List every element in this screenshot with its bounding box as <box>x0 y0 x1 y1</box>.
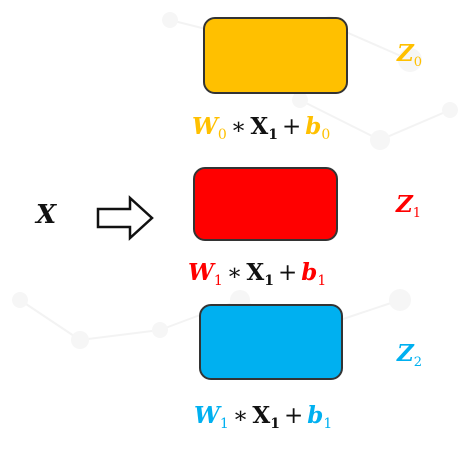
input-x-label: X <box>36 200 57 230</box>
neuron-box-1 <box>193 167 338 241</box>
bias-symbol: b1 <box>307 402 333 432</box>
input-symbol: X1 <box>252 402 281 432</box>
multiply-operator: ∗ <box>226 260 243 286</box>
neuron-equation-1: W1∗X1+b1 <box>188 259 326 289</box>
plus-operator: + <box>278 260 298 286</box>
neuron-equation-0: W0∗X1+b0 <box>192 113 330 143</box>
bias-symbol: b0 <box>305 113 331 143</box>
neuron-equation-2: W1∗X1+b1 <box>194 402 332 432</box>
weight-symbol: W1 <box>188 259 223 289</box>
plus-operator: + <box>284 403 304 429</box>
output-label-z2: Z2 <box>397 340 423 370</box>
input-symbol: X1 <box>246 259 275 289</box>
multiply-operator: ∗ <box>230 114 247 140</box>
bias-symbol: b1 <box>301 259 327 289</box>
multiply-operator: ∗ <box>232 403 249 429</box>
neuron-box-2 <box>199 304 343 380</box>
input-symbol: X1 <box>250 113 279 143</box>
hollow-right-arrow-icon <box>96 195 154 241</box>
output-label-z1: Z1 <box>396 191 422 221</box>
output-label-z0: Z0 <box>397 40 423 70</box>
plus-operator: + <box>282 114 302 140</box>
neuron-box-0 <box>203 17 348 94</box>
weight-symbol: W0 <box>192 113 227 143</box>
weight-symbol: W1 <box>194 402 229 432</box>
